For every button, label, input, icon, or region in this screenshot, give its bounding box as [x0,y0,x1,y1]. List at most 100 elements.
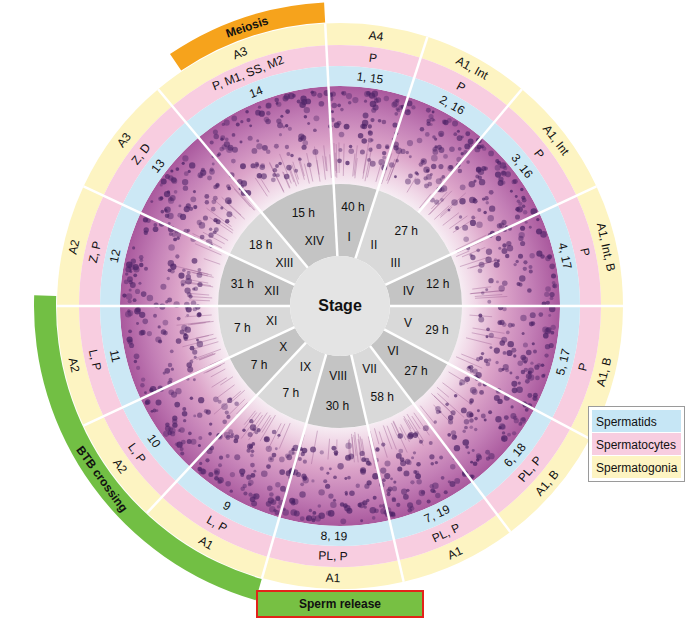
nucleus-dot [340,108,344,112]
nucleus-dot [325,484,330,489]
nucleus-dot [134,360,137,363]
duration-label: 27 h [395,225,418,237]
nucleus-dot [465,131,470,136]
nucleus-dot [275,164,279,168]
nucleus-dot [221,403,228,410]
nucleus-dot [502,431,505,434]
nucleus-dot [213,196,218,201]
legend-swatch: Spermatogonia [592,456,681,478]
nucleus-dot [459,198,465,204]
nucleus-dot [248,432,253,437]
nucleus-dot [429,454,434,459]
nucleus-dot [489,206,495,212]
duration-label: 15 h [292,207,315,219]
nucleus-dot [285,145,289,149]
nucleus-dot [468,139,474,145]
nucleus-dot [485,257,491,263]
nucleus-dot [257,428,261,432]
tail-streak [472,333,503,339]
spermatid-ring-segment [100,205,141,306]
nucleus-dot [232,133,236,137]
divider-line [325,23,337,256]
nucleus-dot [187,271,191,275]
nucleus-dot [480,144,484,148]
nucleus-dot [484,166,488,170]
nucleus-dot [282,126,285,129]
nucleus-dot [127,276,133,282]
nucleus-dot [384,473,390,479]
nucleus-dot [130,282,136,288]
tail-streak [433,405,450,423]
nucleus-dot [527,288,532,293]
nucleus-dot [176,233,181,238]
nucleus-dot [136,366,140,370]
nucleus-dot [367,158,371,162]
nucleus-dot [175,388,181,394]
nucleus-dot [288,127,292,131]
nucleus-dot [275,447,278,450]
band-shape [169,1,327,72]
tail-streak [443,213,459,226]
nucleus-dot [310,446,316,452]
nucleus-dot [199,468,205,474]
nucleus-dot [135,289,140,294]
nucleus-dot [436,410,440,414]
stage-numeral: IX [300,361,311,373]
tail-streak [336,144,338,173]
nucleus-dot [520,315,526,321]
spermatid-ring-segment [176,467,279,537]
duration-label: 31 h [231,278,254,290]
nucleus-dot [406,489,409,492]
nucleus-dot [298,157,301,160]
nucleus-dot [507,341,513,347]
nucleus-dot [488,278,493,283]
tail-streak [283,172,290,188]
nucleus-dot [194,356,197,359]
nucleus-dot [285,124,288,127]
tail-streak [282,172,289,189]
nucleus-dot [392,498,396,502]
nucleus-dot [184,337,188,341]
nucleus-dot [232,147,238,153]
tail-streak [191,321,214,324]
tail-streak [211,369,225,377]
nucleus-dot [229,397,232,400]
nucleus-dot [231,159,236,164]
divider-line [84,327,295,425]
nucleus-dot [277,505,280,508]
nucleus-dot [265,103,271,109]
nucleus-dot [153,223,157,227]
nucleus-dot [131,259,136,264]
nucleus-dot [198,397,204,403]
legend-label: Spermatogonia [596,461,677,475]
spermatid-label: 1, 15 [356,70,384,85]
nucleus-dot [494,347,500,353]
nucleus-dot [193,190,196,193]
spermatid-ring-segment [408,78,494,138]
tail-streak [190,349,220,360]
nucleus-dot [133,298,137,302]
nucleus-dot [333,475,337,479]
nucleus-dot [476,221,483,228]
nucleus-dot [261,173,267,179]
nucleus-dot [477,208,481,212]
nucleus-dot [275,482,280,487]
nucleus-dot [279,457,285,463]
nucleus-dot [389,162,394,167]
nucleus-dot [224,432,230,438]
nucleus-dot [213,218,217,222]
nucleus-dot [407,502,413,508]
nucleus-dot [498,176,503,181]
nucleus-dot [155,336,161,342]
nucleus-dot [231,116,237,122]
nucleus-dot [526,350,532,356]
nucleus-dot [317,93,322,98]
nucleus-dot [290,509,296,515]
nucleus-dot [306,515,312,521]
nucleus-dot [448,419,453,424]
tail-streak [207,208,232,226]
nucleus-dot [266,111,270,115]
nucleus-dot [486,249,492,255]
nucleus-dot [465,445,469,449]
nucleus-dot [332,446,337,451]
